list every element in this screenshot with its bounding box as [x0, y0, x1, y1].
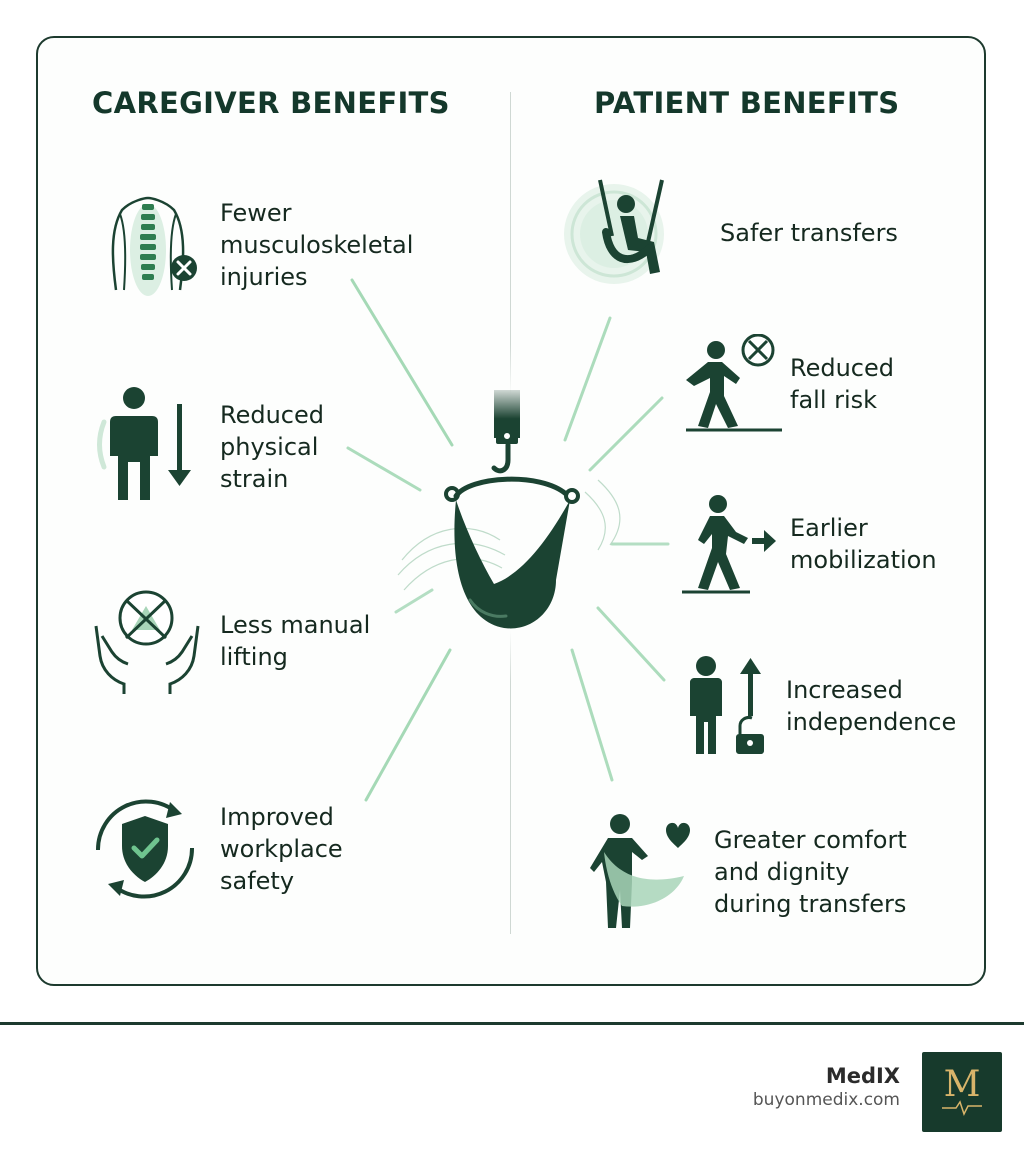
medix-logo: M [922, 1052, 1002, 1132]
benefit-label: Greater comfort and dignity during trans… [714, 826, 907, 918]
brand-url[interactable]: buyonmedix.com [752, 1090, 900, 1110]
benefit-label: Fewer musculoskeletal injuries [220, 199, 414, 291]
patient-benefit-item: Greater comfort and dignity during trans… [588, 812, 907, 932]
benefit-label: Increased independence [786, 676, 957, 736]
caregiver-benefit-item: Less manual lifting [90, 586, 370, 696]
spine-injury-icon [111, 196, 197, 296]
footer-divider [0, 1022, 1024, 1025]
column-divider [510, 92, 511, 934]
person-no-fall-icon [686, 334, 782, 432]
patient-benefit-item: Increased independence [680, 654, 956, 758]
person-down-arrow-icon [97, 387, 191, 500]
patient-benefit-item: Safer transfers [564, 176, 898, 290]
benefits-card [36, 36, 986, 986]
shield-check-icon [95, 799, 195, 899]
heartbeat-line-icon [942, 1100, 982, 1116]
caregiver-benefit-item: Reduced physical strain [92, 382, 324, 512]
patient-benefit-item: Reduced fall risk [682, 334, 894, 434]
benefit-label: Earlier mobilization [790, 514, 937, 574]
benefit-label: Reduced physical strain [220, 401, 325, 493]
person-up-arrow-unlock-icon [690, 656, 764, 754]
patient-in-sling-icon [564, 179, 664, 284]
caregiver-benefit-item: Improved workplace safety [86, 790, 343, 908]
caregiver-benefits-title: CAREGIVER BENEFITS [92, 86, 450, 120]
logo-letter: M [943, 1064, 981, 1105]
person-walking-arrow-icon [682, 495, 776, 594]
benefit-label: Improved workplace safety [220, 803, 343, 895]
person-heart-sling-icon [590, 814, 690, 928]
benefit-label: Reduced fall risk [790, 354, 895, 414]
patient-lift-sling-icon [444, 390, 580, 629]
caregiver-benefit-item: Fewer musculoskeletal injuries [86, 190, 413, 300]
hands-no-lifting-icon [94, 590, 200, 694]
center-rays [346, 278, 670, 802]
benefit-label: Safer transfers [720, 219, 898, 247]
brand-name: MedIX [825, 1064, 900, 1088]
patient-benefits-title: PATIENT BENEFITS [594, 86, 900, 120]
benefit-label: Less manual lifting [220, 611, 371, 671]
patient-benefit-item: Earlier mobilization [680, 492, 937, 596]
